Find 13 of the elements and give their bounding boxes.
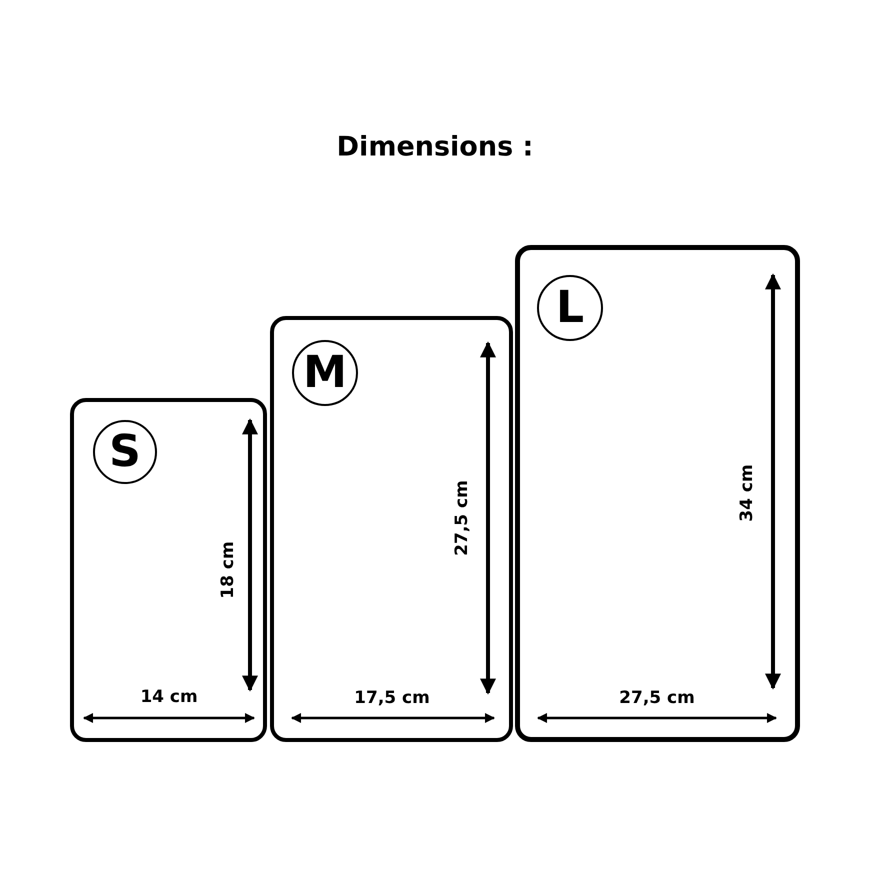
dimension-label: 17,5 cm: [354, 688, 430, 708]
size-badge: M: [292, 340, 358, 406]
size-panel: [515, 245, 800, 742]
dimension-label: 14 cm: [140, 687, 198, 707]
dimension-label: 18 cm: [218, 541, 238, 599]
dimension-label: 27,5 cm: [452, 480, 472, 556]
title: Dimensions :: [336, 132, 534, 162]
size-badge: S: [93, 420, 157, 484]
dimension-label: 27,5 cm: [619, 688, 695, 708]
size-panel: [70, 398, 267, 742]
dimension-label: 34 cm: [737, 464, 757, 522]
size-badge: L: [537, 275, 603, 341]
size-panel: [270, 316, 513, 742]
